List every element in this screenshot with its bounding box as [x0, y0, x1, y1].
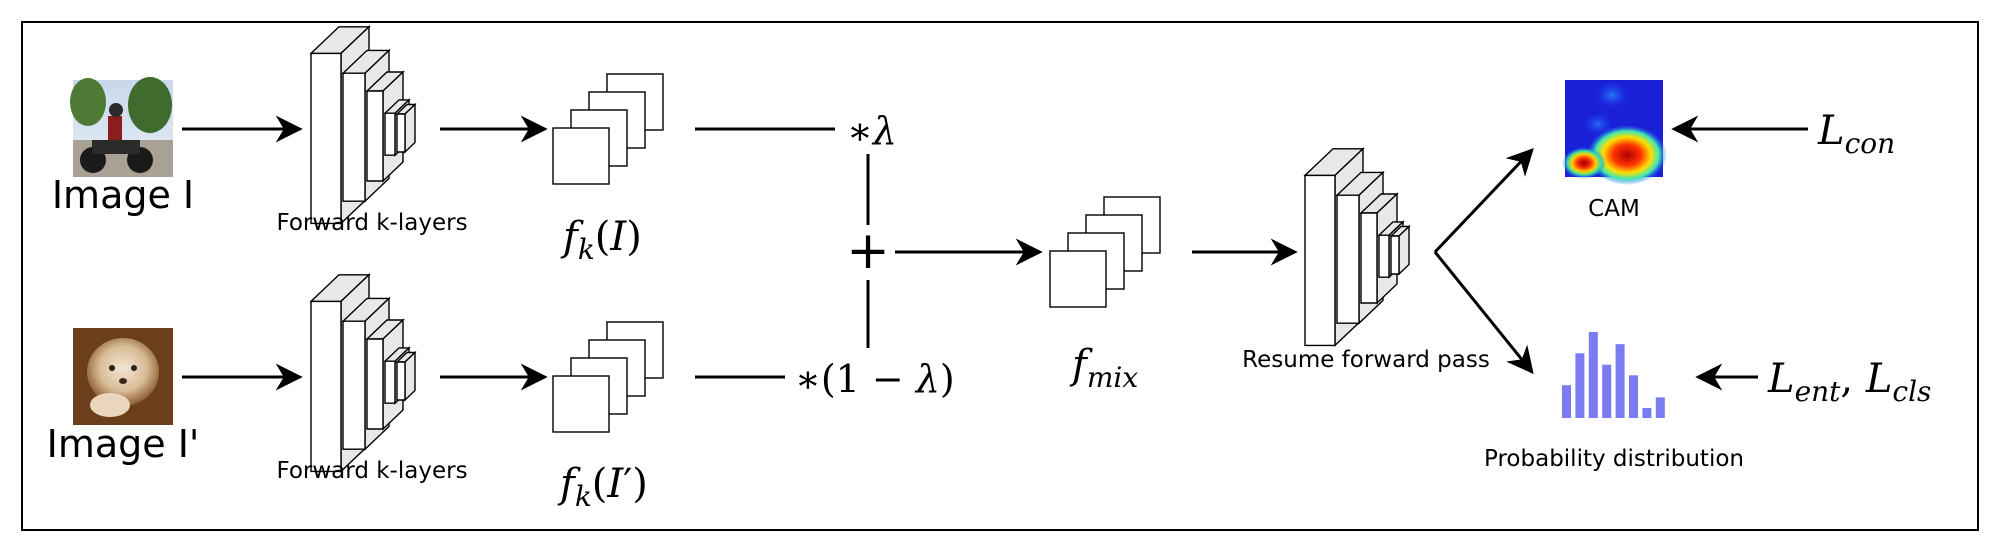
- feature-stack-top: [552, 73, 664, 185]
- motorcycle-image: [70, 77, 173, 177]
- encoder-block-bottom: [309, 273, 417, 474]
- image-2-label: Image I': [47, 422, 200, 466]
- encoder-label-bottom: Forward k-layers: [276, 458, 467, 484]
- diagram-frame: [21, 21, 1979, 531]
- conv-slab-front-3: [384, 360, 396, 404]
- distribution-bar: [1615, 344, 1625, 418]
- conv-slab-front-0: [310, 52, 342, 225]
- feature-stack-mix: [1049, 196, 1161, 308]
- encoder-block-top: [309, 25, 417, 226]
- cam-label: CAM: [1588, 196, 1640, 222]
- weight-one-minus-lambda: ∗(1 − λ): [795, 357, 955, 401]
- cam-heatmap: [1562, 80, 1667, 185]
- conv-slab-front-2: [1360, 212, 1378, 304]
- distribution-bar: [1575, 353, 1585, 418]
- image-1-label: Image I: [52, 173, 194, 217]
- distribution-bar: [1655, 397, 1665, 418]
- conv-slab-front-0: [1304, 174, 1336, 347]
- conv-slab-side-4: [1398, 224, 1410, 276]
- plus-symbol: +: [846, 221, 890, 281]
- conv-slab-side-4: [404, 102, 416, 154]
- feature-map-0: [552, 375, 610, 433]
- feature-stack-bottom: [552, 321, 664, 433]
- conv-slab-front-3: [1378, 234, 1390, 278]
- conv-slab-front-1: [342, 320, 366, 450]
- distribution-bar: [1588, 332, 1598, 418]
- distribution-bar: [1642, 408, 1652, 418]
- loss-con: Lcon: [1817, 108, 1895, 160]
- distribution-bar: [1602, 364, 1612, 418]
- distribution-bar: [1562, 385, 1571, 418]
- resume-network-block: [1303, 147, 1411, 348]
- distribution-bar: [1629, 375, 1638, 418]
- conv-slab-front-4: [396, 361, 406, 401]
- dog-image: [73, 328, 173, 425]
- feature-map-0: [552, 127, 610, 185]
- resume-label: Resume forward pass: [1242, 347, 1490, 373]
- conv-slab-front-3: [384, 112, 396, 156]
- arrow-to-distribution: [1433, 251, 1534, 375]
- conv-slab-front-2: [366, 90, 384, 182]
- weight-lambda: ∗λ: [847, 109, 897, 153]
- conv-slab-front-0: [310, 300, 342, 473]
- feature-label-bottom: fk(I′): [557, 461, 648, 513]
- feature-label-top: fk(I): [560, 214, 642, 266]
- conv-slab-front-4: [1390, 235, 1400, 275]
- arrow-to-cam: [1433, 148, 1534, 254]
- conv-slab-front-2: [366, 338, 384, 430]
- conv-slab-front-1: [1336, 194, 1360, 324]
- loss-ent-cls: Lent, Lcls: [1767, 356, 1931, 408]
- conv-slab-front-1: [342, 72, 366, 202]
- conv-slab-front-4: [396, 113, 406, 153]
- conv-slab-side-4: [404, 350, 416, 402]
- probability-distribution-bars: [1562, 332, 1665, 418]
- feature-map-0: [1049, 250, 1107, 308]
- distribution-label: Probability distribution: [1484, 446, 1744, 472]
- encoder-label-top: Forward k-layers: [276, 210, 467, 236]
- feature-label-mix: fmix: [1069, 342, 1138, 394]
